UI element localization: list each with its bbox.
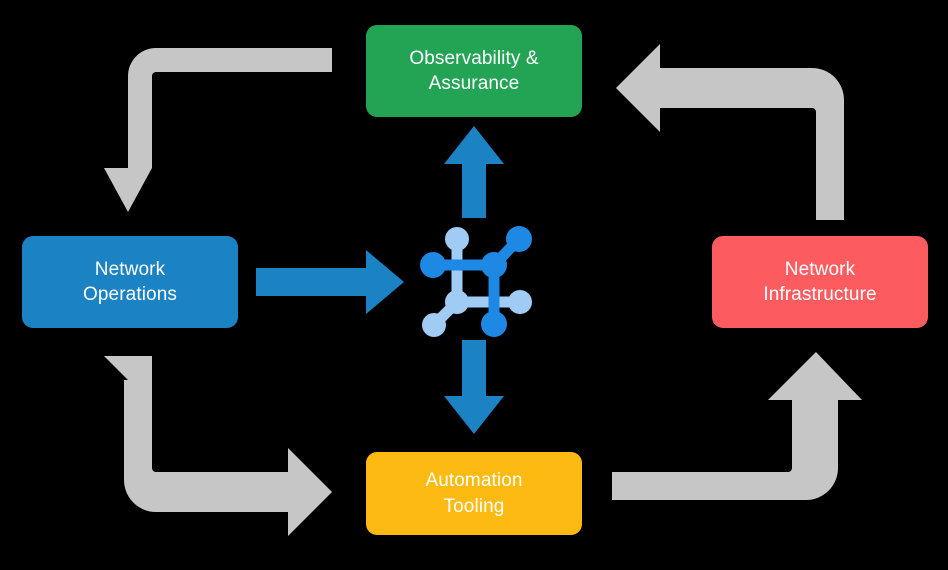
blue-arrow-icon-to-automation <box>444 340 504 434</box>
blue-arrow-operations-to-icon <box>256 250 404 314</box>
topology-node-top-light <box>445 227 469 251</box>
topology-node-center-light <box>445 290 469 314</box>
topology-node-right-light <box>508 290 532 314</box>
node-box-network-operations[interactable]: Network Operations <box>22 236 238 328</box>
gray-arrow-infrastructure-to-observability <box>616 44 844 220</box>
topology-node-left-dark <box>420 252 446 278</box>
gray-arrow-operations-to-automation <box>104 356 332 536</box>
topology-node-center-dark <box>481 252 507 278</box>
gray-arrow-observability-to-operations <box>104 48 332 212</box>
topology-node-bottom-dark <box>481 311 507 337</box>
blue-arrow-icon-to-observability <box>444 126 504 218</box>
node-box-observability[interactable]: Observability & Assurance <box>366 25 582 117</box>
topology-node-bottomleft-light <box>422 313 446 337</box>
gray-arrow-automation-to-infrastructure <box>612 352 862 500</box>
topology-node-topright-dark <box>506 226 532 252</box>
node-box-automation-tooling[interactable]: Automation Tooling <box>366 452 582 535</box>
node-box-network-infrastructure[interactable]: Network Infrastructure <box>712 236 928 328</box>
